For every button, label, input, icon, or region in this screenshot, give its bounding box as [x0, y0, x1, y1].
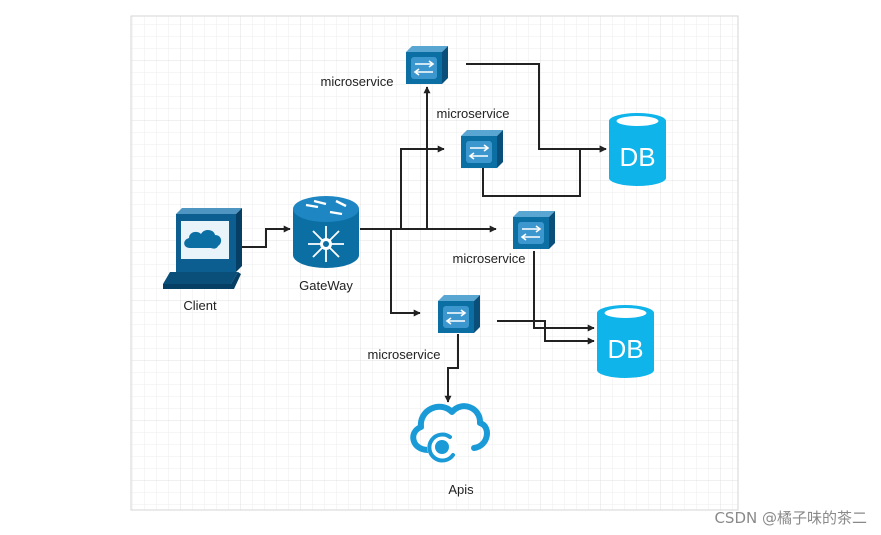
node-client[interactable]: Client: [163, 208, 242, 313]
edge-ms2-db1: [482, 145, 607, 197]
database-cylinder-icon: [597, 305, 654, 378]
db2-label: DB: [607, 334, 643, 364]
node-ms4[interactable]: microservice: [368, 294, 481, 362]
edge-client-gateway: [241, 225, 291, 248]
database-cylinder-icon: [609, 113, 666, 186]
switch-box-icon: [512, 210, 556, 250]
gateway-label: GateWay: [299, 278, 353, 293]
ms2-label: microservice: [437, 106, 510, 121]
switch-box-icon: [405, 45, 449, 85]
switch-box-icon: [437, 294, 481, 334]
edge-ms4-apis: [444, 334, 459, 403]
node-db2[interactable]: DB: [597, 305, 654, 378]
node-apis[interactable]: Apis: [410, 403, 490, 497]
computer-terminal-icon: [163, 208, 242, 289]
ms3-label: microservice: [453, 251, 526, 266]
client-label: Client: [183, 298, 217, 313]
edge-gateway-ms4: [360, 228, 421, 317]
watermark: CSDN @橘子味的茶二: [714, 509, 867, 527]
edge-ms3-db2: [533, 251, 595, 332]
router-hub-icon: [293, 196, 359, 268]
edge-ms1-db1: [466, 63, 607, 153]
edges: [241, 63, 607, 403]
db1-label: DB: [619, 142, 655, 172]
edge-ms4-db2: [497, 320, 595, 345]
ms4-label: microservice: [368, 347, 441, 362]
node-db1[interactable]: DB: [609, 113, 666, 186]
ms1-label: microservice: [321, 74, 394, 89]
node-ms1[interactable]: microservice: [321, 45, 449, 89]
node-ms3[interactable]: microservice: [453, 210, 556, 266]
node-gateway[interactable]: GateWay: [293, 196, 359, 293]
cloud-api-icon: [410, 403, 490, 463]
apis-label: Apis: [448, 482, 474, 497]
switch-box-icon: [460, 129, 504, 169]
node-ms2[interactable]: microservice: [437, 106, 510, 169]
